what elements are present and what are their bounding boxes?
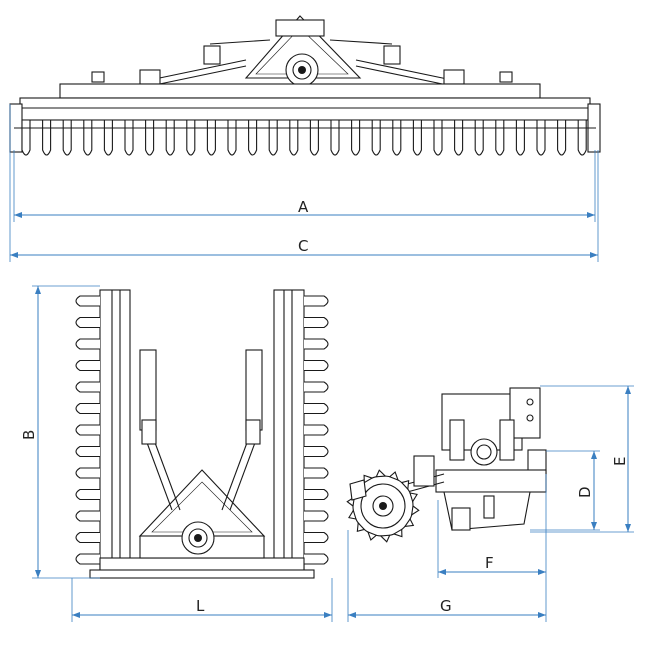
dimension-d: D xyxy=(530,450,600,531)
dimension-label-a: A xyxy=(298,198,309,216)
tine xyxy=(103,119,113,156)
tine xyxy=(304,402,329,415)
dimension-e: E xyxy=(530,385,634,533)
roller-tooth xyxy=(392,528,403,538)
tine xyxy=(304,531,329,544)
tine xyxy=(145,119,155,156)
roller-tooth xyxy=(348,509,357,520)
tine xyxy=(75,531,100,544)
dimension-g: G xyxy=(347,530,547,622)
tine xyxy=(75,359,100,372)
dimension-label-l: L xyxy=(196,597,205,615)
roller-tooth xyxy=(367,531,378,541)
roller-tooth xyxy=(410,505,420,516)
tine xyxy=(165,119,175,156)
roller-tooth xyxy=(403,517,415,528)
tine xyxy=(304,445,329,458)
dimension-label-e: E xyxy=(611,457,629,466)
dimension-l: L xyxy=(71,578,333,622)
tine xyxy=(75,445,100,458)
tine xyxy=(75,381,100,393)
tine xyxy=(75,510,100,522)
tine xyxy=(304,424,329,436)
tine xyxy=(75,338,100,350)
roller-tooth xyxy=(379,534,391,543)
tine xyxy=(206,119,216,156)
tine xyxy=(351,119,361,156)
tine xyxy=(433,119,443,156)
tine xyxy=(304,488,329,501)
roller-tooth xyxy=(356,521,366,532)
dimension-label-c: C xyxy=(298,237,308,255)
tine xyxy=(75,467,100,479)
dimension-label-f: F xyxy=(485,554,494,572)
roller-tooth xyxy=(375,469,387,478)
tine xyxy=(42,119,52,156)
dimension-label-b: B xyxy=(20,430,38,440)
tine xyxy=(412,119,422,156)
tine xyxy=(248,119,258,156)
tine xyxy=(21,119,31,156)
roller-tooth xyxy=(363,474,374,484)
tine xyxy=(75,553,100,565)
tine xyxy=(75,424,100,436)
dimension-b: B xyxy=(20,285,100,579)
dimension-c: C xyxy=(9,104,599,262)
tine xyxy=(83,119,93,156)
tine xyxy=(186,119,196,156)
tine xyxy=(75,295,100,307)
tine xyxy=(309,119,319,156)
dimension-a: A xyxy=(13,150,596,222)
tine xyxy=(289,119,299,156)
tine xyxy=(75,402,100,415)
dimension-label-d: D xyxy=(576,486,594,498)
tine xyxy=(62,119,72,156)
tine xyxy=(304,381,329,393)
roller-tooth xyxy=(400,480,410,491)
tine xyxy=(124,119,134,156)
folded-view-drawing xyxy=(75,289,329,579)
roller-tooth xyxy=(409,492,418,503)
dimension-f: F xyxy=(437,474,547,578)
tine xyxy=(536,119,546,156)
dimension-label-g: G xyxy=(440,597,452,615)
tine xyxy=(268,119,278,156)
front-view-drawing xyxy=(9,15,601,156)
side-view-drawing xyxy=(346,387,547,543)
tine xyxy=(227,119,237,156)
tine xyxy=(371,119,381,156)
tine xyxy=(557,119,567,156)
tine xyxy=(304,510,329,522)
tine xyxy=(515,119,525,156)
tine xyxy=(75,488,100,501)
tine xyxy=(454,119,464,156)
tine xyxy=(392,119,402,156)
tine xyxy=(304,338,329,350)
tine xyxy=(304,359,329,372)
tine xyxy=(474,119,484,156)
tine xyxy=(495,119,505,156)
tine xyxy=(304,295,329,307)
tine xyxy=(304,316,329,329)
tine xyxy=(304,553,329,565)
tine xyxy=(304,467,329,479)
tine xyxy=(330,119,340,156)
tine xyxy=(577,119,587,156)
roller-tooth xyxy=(388,471,399,481)
tine xyxy=(75,316,100,329)
